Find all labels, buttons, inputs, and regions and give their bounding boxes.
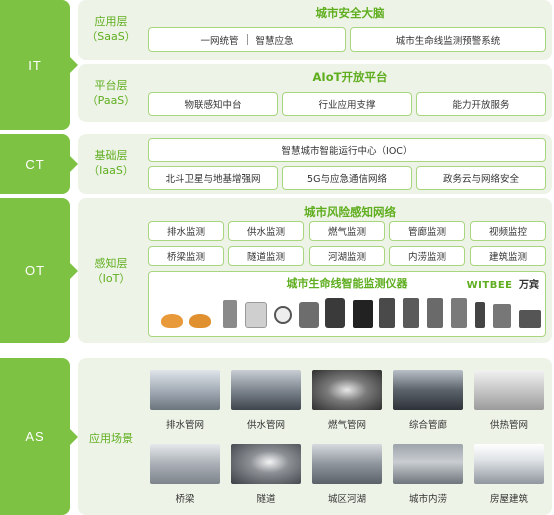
device-camera [274,306,292,324]
iot-layer-panel: 感知层 （IoT） 城市风险感知网络 排水监测 供水监测 燃气监测 管廊监测 视… [78,198,552,343]
iot-box-river: 河湖监测 [309,246,385,266]
scene-utility-tunnel: 综合管廊 [393,370,463,431]
device-gas-detector [325,298,345,328]
iaas-box-ioc: 智慧城市智能运行中心（IOC） [148,138,546,162]
device-antenna-unit [493,304,511,328]
instruments-panel: 城市生命线智能监测仪器 WITBEE 万宾 [148,271,546,337]
scene-water-caption: 供水管网 [246,420,285,431]
device-gateway-box [519,310,541,328]
iot-box-flood: 内涝监测 [389,246,465,266]
iaas-box-5g: 5G与应急通信网络 [282,166,412,190]
device-strain-gauge [475,302,485,328]
paas-label-en: （PaaS） [86,94,136,107]
device-level-gauge [223,300,237,328]
scene-urban-flood-image [393,444,463,484]
scene-bridge-caption: 桥梁 [175,494,195,505]
scene-gas-caption: 燃气管网 [327,420,366,431]
scene-urban-flood-caption: 城市内涝 [408,494,447,505]
iot-box-gas: 燃气监测 [309,221,385,241]
saas-box-unified: 一网统管 智慧应急 [148,27,346,52]
brand-name-cn: 万宾 [519,280,539,291]
section-tab-ct: CT [0,134,78,194]
scene-utility-tunnel-image [393,370,463,410]
device-display-terminal [353,300,373,328]
saas-layer-label: 应用层 （SaaS） [78,14,144,44]
iaas-label-cn: 基础层 [94,149,128,162]
scene-tunnel: 隧道 [231,444,301,505]
paas-label-cn: 平台层 [94,79,128,92]
scene-drainage-image [150,370,220,410]
device-radar-sensor [403,298,419,328]
iot-box-tunnel-corridor: 管廊监测 [389,221,465,241]
scene-utility-tunnel-caption: 综合管廊 [408,420,447,431]
section-tab-as: AS [0,358,78,515]
iot-label-en: （IoT） [91,272,131,285]
iaas-layer-panel: 基础层 （IaaS） 智慧城市智能运行中心（IOC） 北斗卫星与地基增强网 5G… [78,134,552,194]
device-inclinometer [427,298,443,328]
scene-urban-river-caption: 城区河湖 [327,494,366,505]
saas-item-unified: 一网统管 [200,35,239,47]
iot-box-drainage: 排水监测 [148,221,224,241]
scenes-panel: 应用场景 排水管网 供水管网 燃气管网 综合管廊 供热管网 桥梁 隧道 城区河湖… [78,358,552,515]
scene-urban-river: 城区河湖 [312,444,382,505]
iot-box-tunnel: 隧道监测 [228,246,304,266]
scene-heating-caption: 供热管网 [489,420,528,431]
scene-bridge-image [150,444,220,484]
scene-drainage-caption: 排水管网 [165,420,204,431]
scene-gas: 燃气管网 [312,370,382,431]
section-tab-it: IT [0,0,78,130]
scene-buildings: 房屋建筑 [474,444,544,505]
paas-box-iot-hub: 物联感知中台 [148,92,278,116]
device-manhole-sensor-2 [189,314,211,328]
brand-logo: WITBEE 万宾 [467,276,539,291]
scene-gas-image [312,370,382,410]
scene-bridge: 桥梁 [150,444,220,505]
paas-title: AIoT开放平台 [312,70,388,84]
scene-tunnel-image [231,444,301,484]
iot-box-water: 供水监测 [228,221,304,241]
paas-layer-panel: 平台层 （PaaS） AIoT开放平台 物联感知中台 行业应用支撑 能力开放服务 [78,64,552,122]
device-crack-meter [451,298,467,328]
iot-title: 城市风险感知网络 [304,205,396,219]
scene-urban-flood: 城市内涝 [393,444,463,505]
scene-water: 供水管网 [231,370,301,431]
scene-drainage: 排水管网 [150,370,220,431]
paas-box-capability: 能力开放服务 [416,92,546,116]
iaas-label-en: （IaaS） [88,164,134,177]
scene-tunnel-caption: 隧道 [256,494,276,505]
device-manhole-sensor-1 [161,314,183,328]
scene-buildings-image [474,444,544,484]
brand-name: WITBEE [466,280,513,291]
paas-layer-label: 平台层 （PaaS） [78,78,144,108]
scene-buildings-caption: 房屋建筑 [489,494,528,505]
iot-layer-label: 感知层 （IoT） [78,256,144,286]
saas-item-emergency: 智慧应急 [255,35,294,47]
instruments-title: 城市生命线智能监测仪器 [286,277,408,290]
saas-title: 城市安全大脑 [315,6,385,20]
section-tab-ot: OT [0,198,78,343]
iot-box-bridge: 桥梁监测 [148,246,224,266]
iaas-layer-label: 基础层 （IaaS） [78,148,144,178]
scenes-label: 应用场景 [89,432,133,445]
scene-urban-river-image [312,444,382,484]
iaas-box-beidou: 北斗卫星与地基增强网 [148,166,278,190]
saas-box-lifeline: 城市生命线监测预警系统 [350,27,546,52]
iot-label-cn: 感知层 [94,257,128,270]
saas-label-en: （SaaS） [86,30,136,43]
paas-box-industry: 行业应用支撑 [282,92,412,116]
scene-heating: 供热管网 [474,370,544,431]
scene-heating-image [474,370,544,410]
saas-layer-panel: 应用层 （SaaS） 城市安全大脑 一网统管 智慧应急 城市生命线监测预警系统 [78,0,552,60]
saas-divider [246,34,248,45]
iaas-box-cloud: 政务云与网络安全 [416,166,546,190]
device-rtu-box [379,298,395,328]
iot-box-building: 建筑监测 [470,246,546,266]
iot-box-video: 视频监控 [470,221,546,241]
device-flowmeter [245,302,267,328]
saas-label-cn: 应用层 [94,15,128,28]
scene-water-image [231,370,301,410]
device-pressure-logger [299,302,319,328]
